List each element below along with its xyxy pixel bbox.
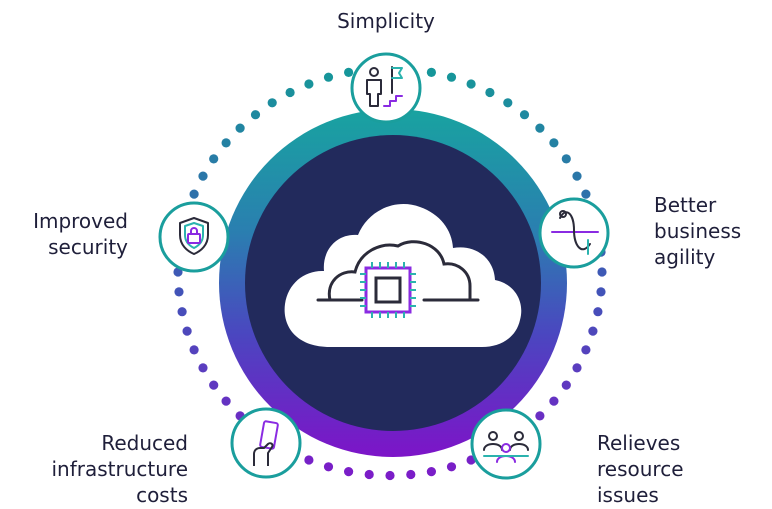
label-reduced-infrastructure-costs: Reduced infrastructure costs (51, 430, 188, 508)
shield-lock-icon (179, 217, 209, 255)
orbit-dot (198, 171, 208, 181)
label-security-line-2: security (48, 235, 128, 259)
curve-graph-icon (551, 210, 599, 255)
orbit-dot (385, 470, 395, 481)
orbit-dot (285, 87, 295, 98)
orbit-dot (304, 455, 314, 465)
orbit-dot (593, 307, 603, 317)
orbit-dot (466, 79, 476, 89)
orbit-dot (406, 469, 416, 480)
node-improved-security (158, 201, 230, 273)
orbit-dot (561, 380, 571, 390)
orbit-dot (549, 396, 559, 406)
orbit-dot (596, 287, 606, 297)
node-simplicity (350, 52, 422, 124)
orbit-dot (221, 138, 231, 148)
orbit-dot (446, 72, 457, 82)
orbit-dot (581, 345, 591, 355)
orbit-dot (323, 462, 334, 472)
node-better-business-agility (538, 197, 610, 269)
orbit-dot (535, 411, 545, 421)
orbit-dot (426, 467, 436, 477)
orbit-dot (344, 67, 354, 77)
label-relieves-line-3: issues (597, 483, 659, 507)
hand-card-icon (253, 420, 279, 466)
label-relieves-line-2: resource (597, 457, 684, 481)
orbit-dot (250, 110, 261, 120)
orbit-dot (267, 98, 277, 108)
label-reduced-line-1: Reduced (101, 431, 188, 455)
label-reduced-line-2: infrastructure (51, 457, 188, 481)
person-stairs-flag-icon (366, 66, 403, 107)
orbit-dot (426, 67, 436, 77)
orbit-dot (323, 72, 334, 82)
orbit-dot (535, 123, 545, 133)
orbit-dot (485, 87, 495, 98)
orbit-dot (561, 154, 571, 164)
orbit-dot (446, 462, 457, 472)
orbit-dot (503, 98, 513, 108)
orbit-dot (597, 267, 607, 277)
label-reduced-line-3: costs (136, 483, 188, 507)
orbit-dot (209, 154, 219, 164)
label-agility-line-1: Better (654, 193, 717, 217)
label-simplicity-line-1: Simplicity (337, 9, 435, 33)
orbit-dot (209, 380, 219, 390)
orbit-dot (549, 138, 559, 148)
orbit-dot (174, 287, 184, 297)
orbit-dot (344, 467, 354, 477)
label-better-business-agility: Better business agility (654, 192, 741, 270)
cloud-shape (284, 204, 522, 347)
people-meeting-icon (483, 431, 529, 463)
label-security-line-1: Improved (33, 209, 128, 233)
orbit-dot (221, 396, 231, 406)
label-agility-line-2: business (654, 219, 742, 243)
node-relieves-resource-issues (470, 408, 542, 480)
orbit-dot (189, 345, 199, 355)
orbit-dot (364, 469, 374, 480)
orbit-dot (581, 189, 591, 199)
orbit-dot (198, 363, 208, 373)
node-reduced-infrastructure-costs (230, 407, 302, 479)
cloud-outline (327, 240, 472, 302)
orbit-dot (519, 110, 530, 120)
label-relieves-line-1: Relieves (597, 431, 681, 455)
label-relieves-resource-issues: Relieves resource issues (597, 430, 684, 508)
label-simplicity: Simplicity (306, 8, 466, 34)
orbit-dot (189, 189, 199, 199)
label-agility-line-3: agility (654, 245, 716, 269)
cloud-chip-icon (284, 204, 522, 347)
orbit-dot (235, 123, 245, 133)
label-improved-security: Improved security (33, 208, 128, 260)
orbit-dot (304, 79, 314, 89)
chip-icon (360, 262, 416, 318)
orbit-dot (588, 326, 598, 336)
orbit-dot (572, 171, 582, 181)
orbit-dot (572, 363, 582, 373)
orbit-dot (177, 307, 187, 317)
orbit-dot (182, 326, 192, 336)
